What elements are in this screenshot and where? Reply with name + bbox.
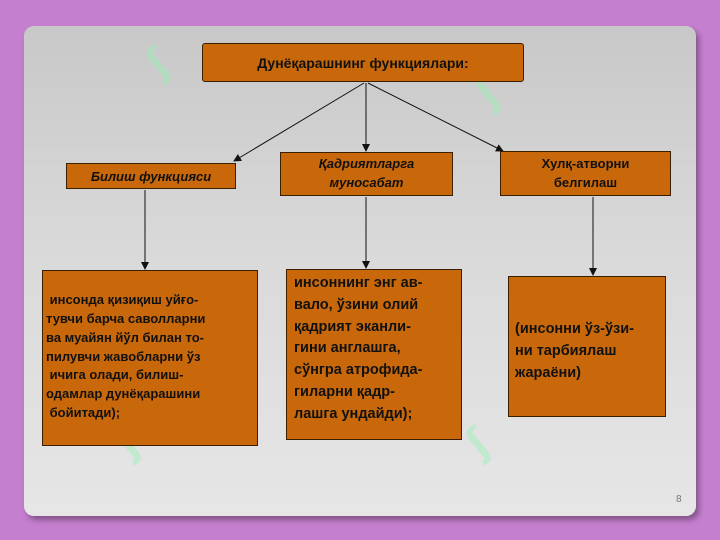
page-number: 8 [676,494,682,505]
diagram-title: Дунёқарашнинг функциялари: [202,43,524,82]
arrow-to-bilish [233,82,365,162]
header-xulq: Хулқ-атворни белгилаш [500,151,671,196]
header-qadriyat: Қадриятларга муносабат [280,152,453,196]
content-bilish: инсонда қизиқиш уйғо- тувчи барча саволл… [42,270,258,446]
content-qadriyat: инсоннинг энг ав- вало, ўзини олий қадри… [286,269,462,440]
content-xulq: (инсонни ўз-ўзи- ни тарбиялаш жараёни) [508,276,666,417]
header-bilish: Билиш функцияси [66,163,236,189]
arrow-to-xulq [367,82,504,152]
